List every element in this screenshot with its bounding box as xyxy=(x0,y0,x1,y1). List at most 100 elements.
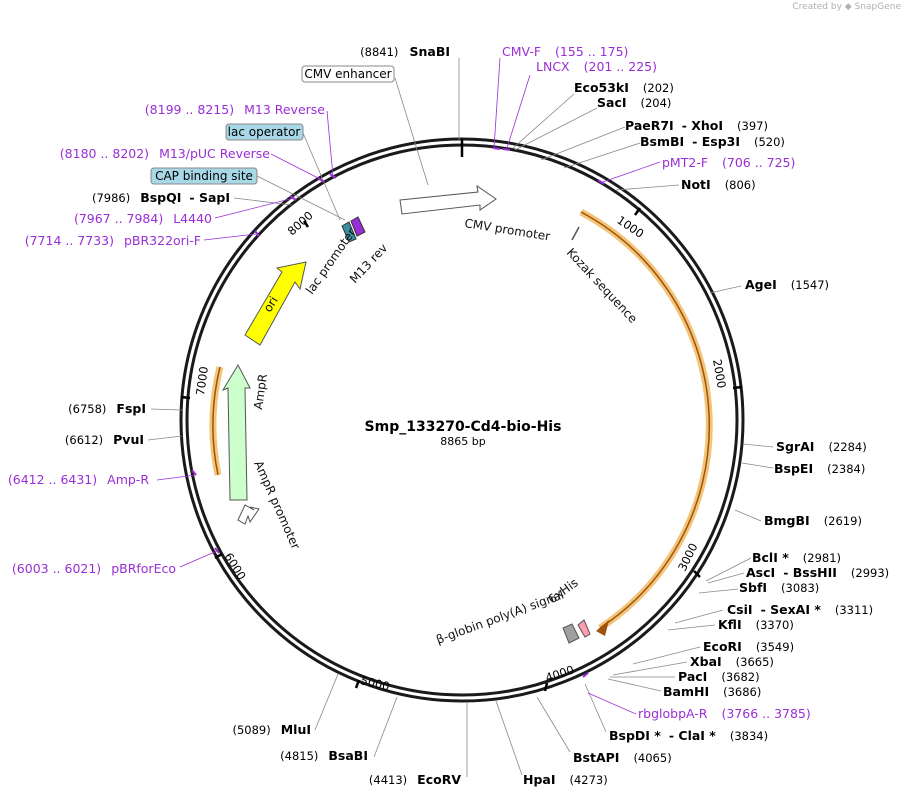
site-bmgbi: BmgBI (2619) xyxy=(764,513,862,528)
site-sgrai-name: SgrAI xyxy=(776,439,814,454)
site-clai-pos: (3834) xyxy=(730,729,768,743)
m13-rev-label: M13 rev xyxy=(347,241,390,286)
tick-label-6000: 6000 xyxy=(221,550,248,582)
site-bamhi-pos: (3686) xyxy=(723,685,761,699)
leader-sbfi xyxy=(698,588,739,594)
leader-pbr322ori-f xyxy=(203,233,257,241)
cmv-promoter-arrow xyxy=(399,184,497,215)
mark-pbrforeco xyxy=(214,547,220,554)
mark-pbr322ori-f xyxy=(254,230,260,237)
primer-l4440-range: (7967 .. 7984) xyxy=(74,211,163,226)
leader-ecori xyxy=(632,646,701,665)
site-xhoi: PaeR7I- XhoI(397) xyxy=(625,118,768,133)
ori-feature xyxy=(244,261,307,346)
site-kfli-pos: (3370) xyxy=(756,618,794,632)
site-xhoi-name2: XhoI xyxy=(691,118,723,133)
site-bmgbi-name: BmgBI xyxy=(764,513,810,528)
site-eco53ki-name: Eco53kI xyxy=(574,80,629,95)
primer-marks xyxy=(191,147,605,678)
leader-pvui xyxy=(147,435,183,441)
site-bmgbi-pos: (2619) xyxy=(824,514,862,528)
site-clai-name2: ClaI * xyxy=(678,728,716,743)
site-asci-pos: (2993) xyxy=(851,566,889,580)
leader-amp-r xyxy=(156,474,197,481)
site-snabi-pos: (8841) xyxy=(360,45,398,59)
primer-m13-rev-name: M13 Reverse xyxy=(244,102,325,117)
primer-pmt2-f-name: pMT2-F xyxy=(662,155,708,170)
site-labels: (8841) SnaBI Eco53kI(202) SacI(204) PaeR… xyxy=(360,44,889,787)
site-paci-pos: (3682) xyxy=(721,670,759,684)
site-sbfi-pos: (3083) xyxy=(781,581,819,595)
tick-8000 xyxy=(302,220,310,228)
site-bcli-pos: (2981) xyxy=(803,551,841,565)
leader-m13-rev xyxy=(326,110,334,177)
site-kfli-name: KflI xyxy=(718,617,742,632)
cmv-promoter-label: CMV promoter xyxy=(464,216,552,243)
primer-cmv-f-range: (155 .. 175) xyxy=(555,44,628,59)
tick-1000 xyxy=(633,207,642,216)
site-clai-name: BspDI * xyxy=(609,728,661,743)
tick-7000 xyxy=(180,395,191,400)
site-paci: PacI (3682) xyxy=(678,669,760,684)
leader-bspei xyxy=(741,462,774,469)
lac-promoter-feature xyxy=(341,221,357,243)
mark-l4440 xyxy=(289,195,297,201)
credit-brand: SnapGene xyxy=(854,2,901,12)
site-mlui-pos: (5089) xyxy=(232,723,270,737)
mark-m13-rev xyxy=(329,173,337,179)
site-xhoi-name: PaeR7I xyxy=(625,118,674,133)
leader-saci xyxy=(514,107,598,151)
site-bspei: BspEI(2384) xyxy=(774,461,865,476)
primer-amp-r-range: (6412 .. 6431) xyxy=(8,472,97,487)
site-xbai: XbaI(3665) xyxy=(690,654,774,669)
site-eco53ki-pos: (202) xyxy=(643,81,674,95)
polya-signal-label: β-globin poly(A) signal xyxy=(434,588,566,647)
site-fspi-name: FspI xyxy=(116,401,146,416)
site-bsmbi: BsmBI- Esp3I(520) xyxy=(640,134,785,149)
primer-pbrforeco: (6003 .. 6021) pBRforEco xyxy=(12,561,176,576)
site-sgrai-pos: (2284) xyxy=(828,440,866,454)
site-csii: CsiI- SexAI *(3311) xyxy=(727,602,873,617)
site-sapi-name: BspQI xyxy=(140,190,181,205)
site-bstapi-name: BstAPI xyxy=(573,750,619,765)
primer-m13-rev: (8199 .. 8215) M13 Reverse xyxy=(145,102,325,117)
site-ecori: EcoRI(3549) xyxy=(703,639,794,654)
cmv-enhancer-leader xyxy=(394,77,429,186)
ampr-promoter-feature xyxy=(237,504,260,525)
site-agei-name: AgeI xyxy=(745,277,777,292)
site-hpai-name: HpaI xyxy=(523,772,556,787)
leader-bstapi xyxy=(536,696,571,753)
polya-signal-feature xyxy=(562,623,580,644)
site-bamhi: BamHI(3686) xyxy=(663,684,761,699)
leader-pmt2-f xyxy=(599,161,661,184)
leader-clai xyxy=(584,683,607,733)
site-clai: BspDI *- ClaI *(3834) xyxy=(609,728,768,743)
site-csii-pos: (3311) xyxy=(835,603,873,617)
insert-orf-arrowhead xyxy=(596,620,609,636)
primer-pbrforeco-range: (6003 .. 6021) xyxy=(12,561,101,576)
site-bcli-name: BclI * xyxy=(752,550,789,565)
leader-lncx xyxy=(506,74,531,149)
mark-lncx xyxy=(502,148,511,151)
leader-noti xyxy=(615,184,680,191)
primer-m13-rev-range: (8199 .. 8215) xyxy=(145,102,234,117)
snapgene-logo-icon: ◆ xyxy=(844,2,852,12)
snapgene-credit: Created by ◆ SnapGene xyxy=(792,2,901,12)
mark-m13-puc xyxy=(317,177,325,183)
primer-l4440-name: L4440 xyxy=(173,211,212,226)
site-pvui-name: PvuI xyxy=(113,432,144,447)
site-xhoi-pos: (397) xyxy=(737,119,768,133)
leader-sapi xyxy=(233,197,293,206)
primer-pbrforeco-name: pBRforEco xyxy=(111,561,176,576)
primer-pbr322ori-f-range: (7714 .. 7733) xyxy=(25,233,114,248)
cmv-enhancer-label: CMV enhancer xyxy=(304,67,391,81)
primer-pbr322ori-f-name: pBR322ori-F xyxy=(124,233,201,248)
site-bsabi-name: BsaBI xyxy=(328,748,368,763)
site-paci-name: PacI xyxy=(678,669,707,684)
insert-orf-arrow xyxy=(580,211,711,629)
leader-fspi xyxy=(150,408,183,411)
primer-pmt2-f: pMT2-F(706 .. 725) xyxy=(662,155,795,170)
tick-label-4000: 4000 xyxy=(544,662,576,684)
site-xbai-name: XbaI xyxy=(690,654,722,669)
